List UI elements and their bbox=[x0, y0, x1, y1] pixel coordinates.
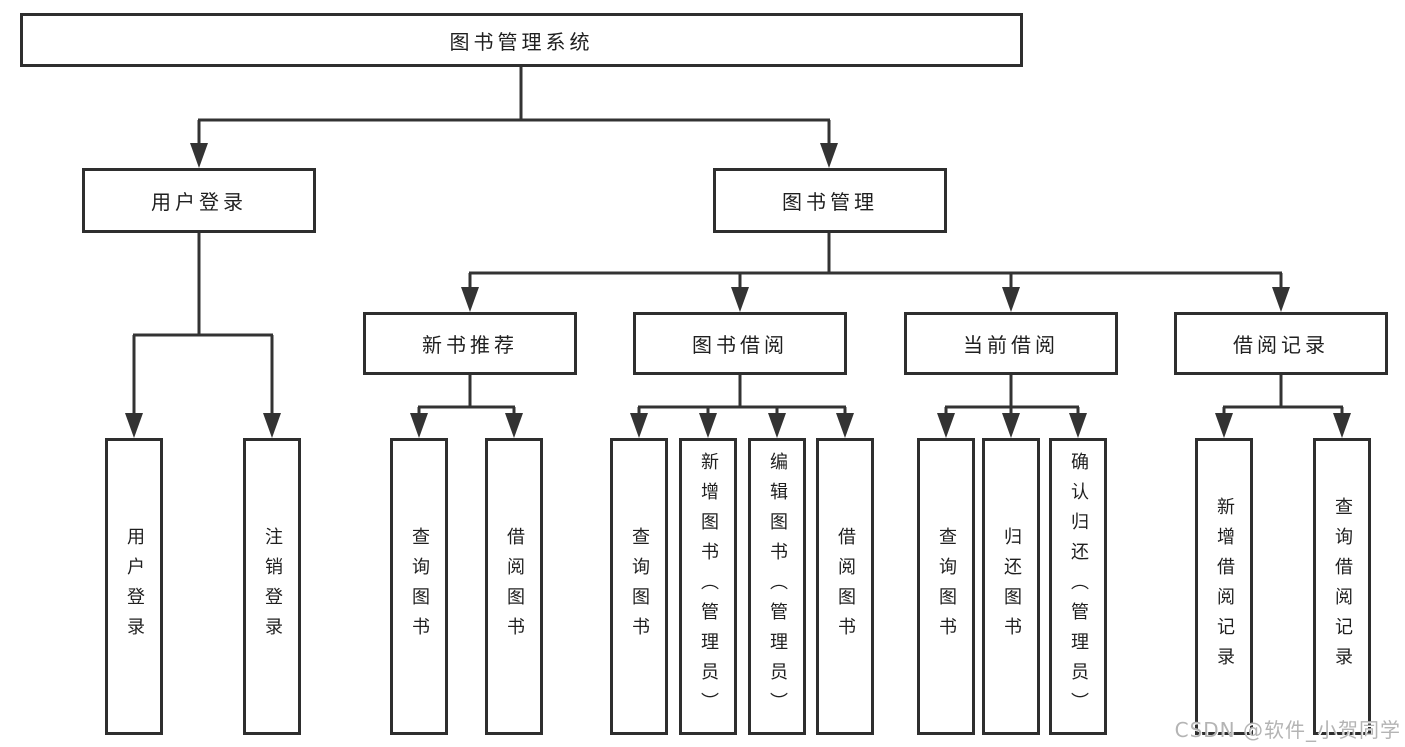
leaf-confirm-return-admin: 确认归还（管理员） bbox=[1049, 438, 1107, 735]
leaf-query-borrow-record: 查询借阅记录 bbox=[1313, 438, 1371, 735]
leaf-logout: 注销登录 bbox=[243, 438, 301, 735]
leaf-query-books-borrow: 查询图书 bbox=[610, 438, 668, 735]
leaf-return-book: 归还图书 bbox=[982, 438, 1040, 735]
node-current-borrow: 当前借阅 bbox=[904, 312, 1118, 375]
node-library-management-system: 图书管理系统 bbox=[20, 13, 1023, 67]
node-book-borrow: 图书借阅 bbox=[633, 312, 847, 375]
node-new-book-recommend: 新书推荐 bbox=[363, 312, 577, 375]
leaf-add-borrow-record: 新增借阅记录 bbox=[1195, 438, 1253, 735]
leaf-query-books-current: 查询图书 bbox=[917, 438, 975, 735]
node-borrow-record: 借阅记录 bbox=[1174, 312, 1388, 375]
node-user-login: 用户登录 bbox=[82, 168, 316, 233]
leaf-borrow-books: 借阅图书 bbox=[816, 438, 874, 735]
leaf-user-login: 用户登录 bbox=[105, 438, 163, 735]
leaf-query-books-recommend: 查询图书 bbox=[390, 438, 448, 735]
node-book-management: 图书管理 bbox=[713, 168, 947, 233]
leaf-borrow-books-recommend: 借阅图书 bbox=[485, 438, 543, 735]
csdn-watermark: CSDN @软件_小贺同学 bbox=[1174, 718, 1401, 742]
leaf-add-book-admin: 新增图书（管理员） bbox=[679, 438, 737, 735]
leaf-edit-book-admin: 编辑图书（管理员） bbox=[748, 438, 806, 735]
